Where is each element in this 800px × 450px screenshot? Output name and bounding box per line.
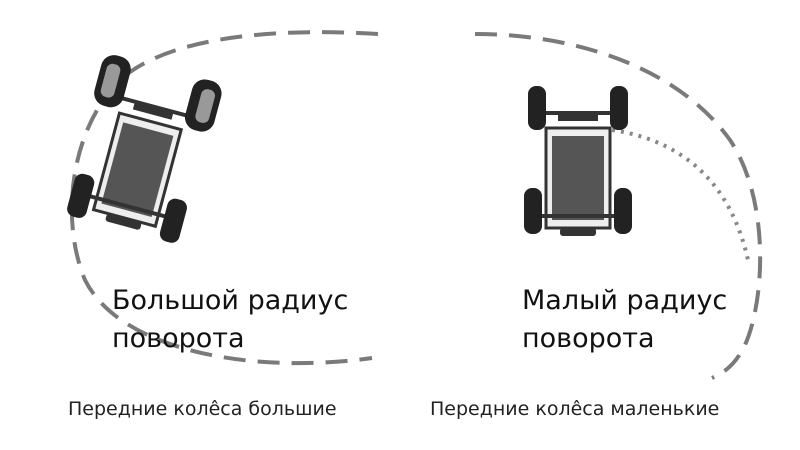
small-radius-title-line1: Малый радиус bbox=[522, 285, 728, 316]
rear-left-wheel bbox=[524, 188, 542, 234]
front-right-wheel bbox=[610, 86, 628, 130]
small-turn-inner-path bbox=[611, 128, 750, 261]
rear-right-wheel bbox=[614, 188, 632, 234]
large-radius-title: Большой радиус поворота bbox=[112, 282, 348, 358]
small-turn-path bbox=[474, 32, 763, 380]
small-wheel-car bbox=[524, 86, 632, 238]
large-radius-title-line1: Большой радиус bbox=[112, 285, 349, 316]
rear-right-wheel bbox=[159, 198, 187, 243]
small-wheels-caption: Передние колêса маленькие bbox=[430, 398, 720, 420]
small-radius-title-line2: поворота bbox=[522, 323, 655, 354]
large-wheel-car bbox=[67, 55, 222, 243]
large-wheels-caption: Передние колêса большие bbox=[68, 398, 337, 420]
large-radius-title-line2: поворота bbox=[112, 323, 245, 354]
front-left-wheel bbox=[528, 86, 546, 130]
small-radius-title: Малый радиус поворота bbox=[522, 282, 727, 358]
rear-left-wheel bbox=[67, 173, 95, 218]
